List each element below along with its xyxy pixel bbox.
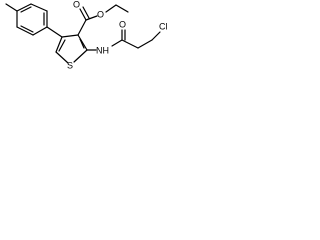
atom-o-ester: O xyxy=(97,9,104,19)
bond-chain-2 xyxy=(137,39,153,49)
bond-thio-5 xyxy=(55,36,63,53)
bond-ring-1 xyxy=(16,3,32,12)
bond-thio-double-1 xyxy=(58,39,66,52)
bond-thio-4 xyxy=(55,51,69,64)
bond-methyl xyxy=(5,3,18,12)
bond-thio-double-2 xyxy=(79,38,85,49)
atom-nh: NH xyxy=(96,45,109,55)
bond-aryl-thiophene xyxy=(46,26,63,38)
bond-thio-1 xyxy=(61,34,79,38)
atom-cl: Cl xyxy=(159,21,168,31)
atom-s: S xyxy=(67,60,73,70)
structure-svg: O O O NH S Cl xyxy=(5,0,168,70)
bond-chain-1 xyxy=(121,39,139,49)
bond-ring-4 xyxy=(32,26,48,36)
bond-thio-2 xyxy=(77,34,88,51)
bond-nh-c xyxy=(111,39,123,47)
bond-ester-c xyxy=(77,19,87,36)
bond-ring-double-3 xyxy=(20,25,34,33)
bond-ring-5 xyxy=(16,26,34,36)
molecule-diagram: O O O NH S Cl xyxy=(0,0,188,86)
bond-ring-2 xyxy=(30,3,48,12)
bond-ethyl-1 xyxy=(105,4,117,13)
bond-ester-co-2 xyxy=(82,6,90,19)
bond-ester-o xyxy=(85,15,98,21)
atom-o-carbonyl-amide: O xyxy=(119,19,126,29)
atom-o-carbonyl-ester: O xyxy=(73,0,80,9)
bond-ester-co-1 xyxy=(79,8,87,21)
bond-ring-double-1 xyxy=(20,6,32,13)
bond-chain-cl xyxy=(151,31,161,41)
bond-thio-3 xyxy=(73,49,88,63)
bond-ethyl-2 xyxy=(115,4,129,13)
